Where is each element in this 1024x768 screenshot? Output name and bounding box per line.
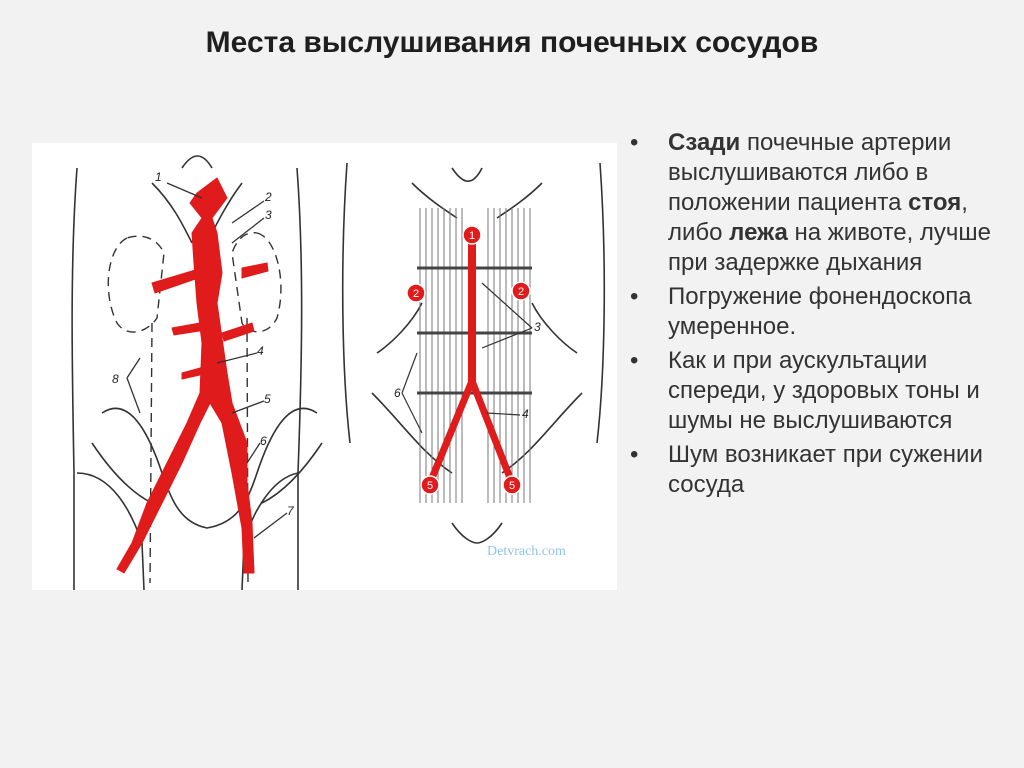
bullet-bold-text: лежа xyxy=(729,219,788,246)
watermark: Detvrach.com xyxy=(487,544,566,559)
point-label-2-left: 2 xyxy=(413,288,419,300)
left-figure-pointers xyxy=(126,182,288,539)
left-label-6: 6 xyxy=(260,434,267,448)
bullet-dot: • xyxy=(630,441,639,468)
left-label-3: 3 xyxy=(265,208,272,222)
bullet-text: , либо xyxy=(668,189,968,246)
right-label-6: 6 xyxy=(394,386,401,400)
bullet-item: • Как и при аускультации спереди, у здор… xyxy=(630,346,1015,436)
bullet-text: на животе, лучше при задержке дыхания xyxy=(668,219,992,276)
left-label-1: 1 xyxy=(155,170,162,184)
bullet-dot: • xyxy=(630,283,639,310)
bullet-text: Шум возникает при сужении сосуда xyxy=(668,441,983,498)
left-label-4: 4 xyxy=(257,344,264,358)
left-label-2: 2 xyxy=(264,190,272,204)
left-label-8: 8 xyxy=(112,372,119,386)
right-torso-outline xyxy=(341,162,606,544)
bullet-dot: • xyxy=(630,347,639,374)
bullet-item: • Сзади почечные артерии выслушиваются л… xyxy=(630,128,1015,278)
kidney-outlines xyxy=(107,231,282,584)
left-label-5: 5 xyxy=(264,392,271,406)
aorta-right xyxy=(426,231,516,487)
left-figure-labels: 1 2 3 4 5 6 7 8 xyxy=(112,170,295,518)
left-label-7: 7 xyxy=(287,504,295,518)
auscultation-points xyxy=(406,225,531,495)
slide-title: Места выслушивания почечных сосудов xyxy=(205,26,819,59)
point-label-5-right: 5 xyxy=(509,480,515,492)
abdominal-muscles xyxy=(417,208,532,503)
anatomy-illustration: 1 2 3 4 5 6 7 8 xyxy=(32,143,617,590)
bullet-text: Как и при аускультации спереди, у здоров… xyxy=(668,347,980,434)
point-label-1: 1 xyxy=(469,230,475,242)
bullet-text: почечные артерии выслушиваются либо в по… xyxy=(668,129,952,216)
bullet-item: • Погружение фонендоскопа умеренное. xyxy=(630,282,1015,342)
bullet-dot: • xyxy=(630,129,639,156)
bullet-item: • Шум возникает при сужении сосуда xyxy=(630,440,1015,500)
right-label-3: 3 xyxy=(534,320,541,334)
aorta-left xyxy=(116,177,269,574)
point-label-5-left: 5 xyxy=(427,480,433,492)
bullet-text: Погружение фонендоскопа умеренное. xyxy=(668,283,972,340)
bullet-bold-text: Сзади xyxy=(668,129,741,156)
point-label-2-right: 2 xyxy=(518,286,524,298)
right-label-4: 4 xyxy=(522,407,529,421)
bullet-bold-text: стоя xyxy=(908,189,962,216)
right-figure-pointers xyxy=(401,282,533,434)
bullet-list: • Сзади почечные артерии выслушиваются л… xyxy=(630,128,1015,504)
